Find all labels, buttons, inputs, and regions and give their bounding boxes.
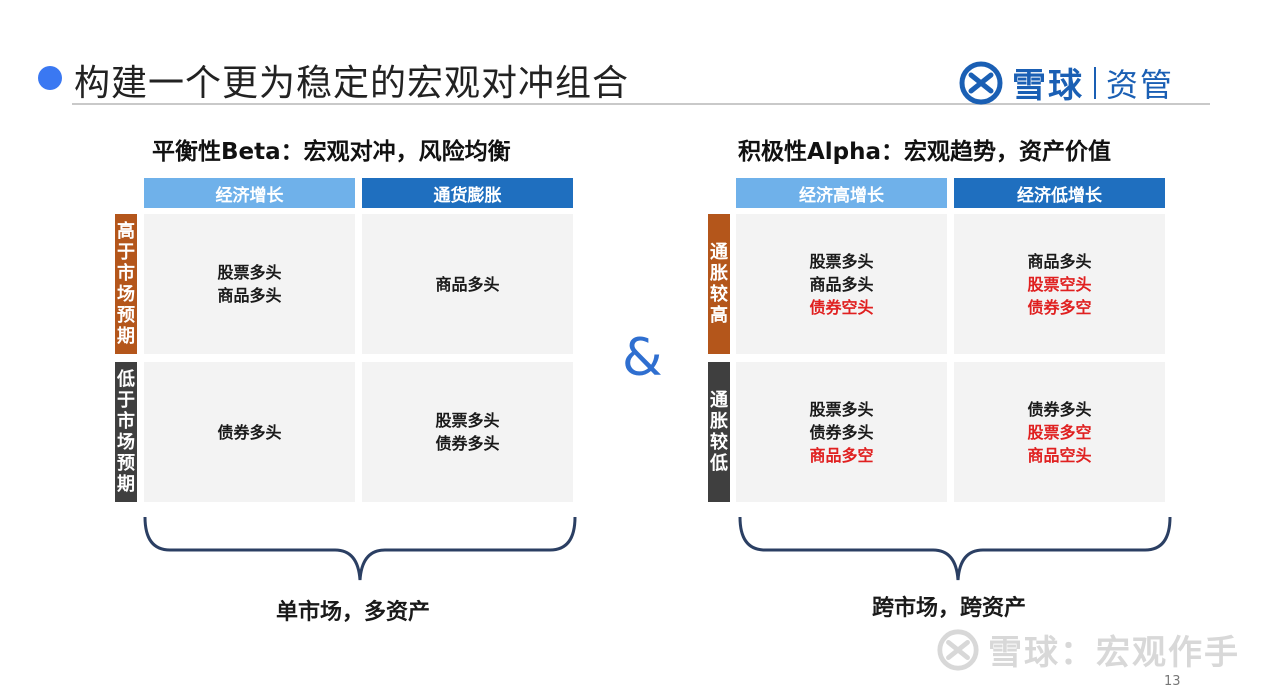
row-header-text: 通胀较低 [710,390,728,474]
left-cell-r1c2: 商品多头 [362,214,573,354]
cell-line: 商品多头 [435,274,500,294]
left-subtitle: 平衡性Beta：宏观对冲，风险均衡 [152,139,511,165]
right-footer: 跨市场，跨资产 [872,596,1027,621]
cell-line-short: 商品空头 [1027,445,1092,465]
snowball-logo-icon [959,61,1003,104]
cell-line: 股票多头 [809,251,874,271]
cell-line: 债券多头 [217,422,282,442]
left-col-header-inflation: 通货膨胀 [362,178,573,208]
left-cell-r2c1: 债券多头 [144,362,355,502]
snowball-watermark-icon [937,628,979,671]
right-cell-r2c2: 债券多头 股票多空 商品空头 [954,362,1165,502]
left-row-header-below: 低于市场预期 [115,362,137,502]
row-header-text: 通胀较高 [710,242,728,326]
right-col-header-low-growth: 经济低增长 [954,178,1165,208]
watermark: 雪球：宏观作手 [936,625,1240,674]
cell-line: 股票多头 [435,411,500,430]
left-footer: 单市场，多资产 [276,600,431,625]
cell-line-short: 股票空头 [1027,274,1092,294]
cell-line: 商品多头 [809,274,874,294]
logo-subtitle: 资管 [1106,65,1175,104]
cell-line: 股票多头 [809,399,874,419]
right-cell-r2c1: 股票多头 债券多头 商品多空 [736,362,947,502]
cell-line: 商品多头 [1027,251,1092,271]
page-number: 13 [1164,674,1181,689]
left-brace [143,516,577,581]
cell-line: 债券多头 [435,434,500,453]
title-divider [72,103,1210,105]
ampersand: & [622,328,663,388]
row-header-text: 高于市场预期 [117,221,135,347]
row-header-text: 低于市场预期 [117,369,135,495]
left-cell-r1c1: 股票多头 商品多头 [144,214,355,354]
cell-line: 股票多头 [217,263,282,282]
left-row-header-above: 高于市场预期 [115,214,137,354]
left-col-header-growth: 经济增长 [144,178,355,208]
cell-line: 债券多头 [1027,399,1092,419]
right-row-header-high-inflation: 通胀较高 [708,214,730,354]
cell-line: 债券多头 [809,422,874,442]
right-cell-r1c2: 商品多头 股票空头 债券多空 [954,214,1165,354]
logo-name: 雪球 [1012,66,1084,106]
right-col-header-high-growth: 经济高增长 [736,178,947,208]
cell-line-long-short: 股票多空 [1027,422,1092,442]
page-title: 构建一个更为稳定的宏观对冲组合 [74,63,630,104]
right-cell-r1c1: 股票多头 商品多头 债券空头 [736,214,947,354]
cell-line: 商品多头 [217,286,282,305]
cell-line-long-short: 债券多空 [1027,297,1092,317]
title-bullet [38,66,62,90]
right-brace [738,516,1172,581]
right-row-header-low-inflation: 通胀较低 [708,362,730,502]
right-subtitle: 积极性Alpha：宏观趋势，资产价值 [738,139,1112,165]
cell-line-long-short: 商品多空 [809,445,874,465]
watermark-text: 雪球：宏观作手 [988,633,1240,673]
logo-separator [1094,66,1096,99]
brand-logo: 雪球 资管 [958,58,1174,107]
cell-line-short: 债券空头 [809,297,874,317]
left-cell-r2c2: 股票多头 债券多头 [362,362,573,502]
